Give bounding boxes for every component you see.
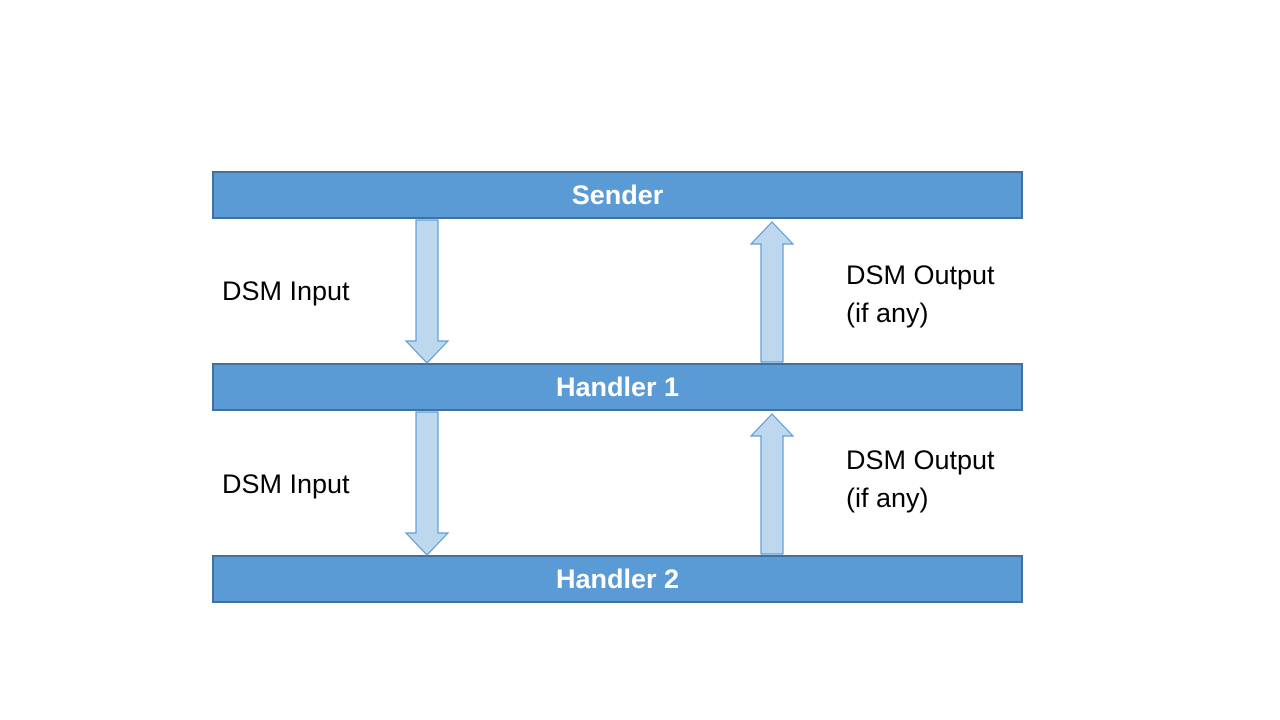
dsm-output-line-1: DSM Output (846, 260, 995, 290)
output-arrow-up-1 (749, 221, 795, 363)
dsm-input-text-2: DSM Input (222, 469, 350, 499)
input-arrow-down-2 (404, 411, 450, 556)
handler-2-bar: Handler 2 (212, 555, 1023, 603)
sender-label: Sender (571, 179, 664, 210)
handler-2-label: Handler 2 (555, 563, 680, 594)
dsm-input-text-1: DSM Input (222, 276, 350, 306)
handler-1-label: Handler 1 (555, 371, 680, 402)
dsm-output-label-1: DSM Output (if any) (846, 256, 995, 332)
dsm-input-label-1: DSM Input (222, 272, 350, 310)
dsm-output-qualifier-2: (if any) (846, 483, 929, 513)
output-arrow-up-2 (749, 413, 795, 555)
dsm-output-line-2: DSM Output (846, 445, 995, 475)
handler-1-bar: Handler 1 (212, 363, 1023, 411)
input-arrow-down-1 (404, 219, 450, 364)
dsm-input-label-2: DSM Input (222, 465, 350, 503)
dsm-output-qualifier-1: (if any) (846, 298, 929, 328)
sender-bar: Sender (212, 171, 1023, 219)
dsm-output-label-2: DSM Output (if any) (846, 441, 995, 517)
